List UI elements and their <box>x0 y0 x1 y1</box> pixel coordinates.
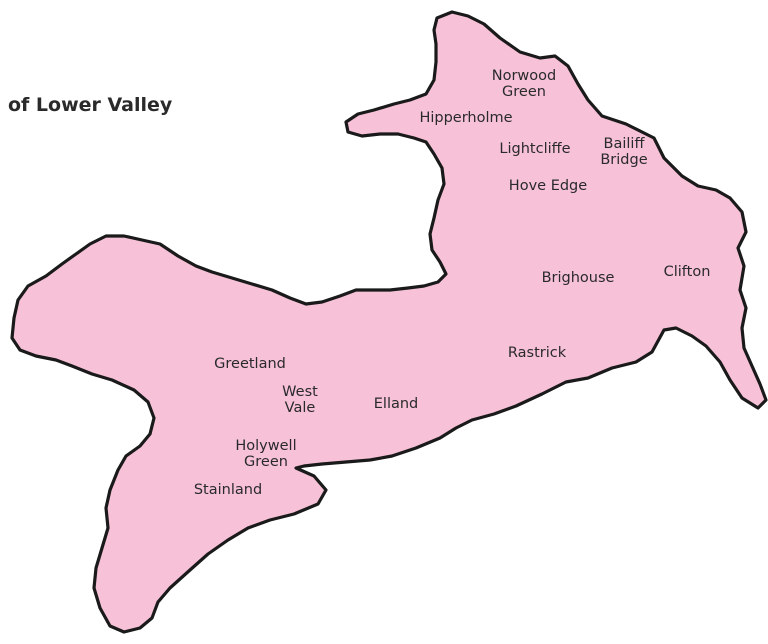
place-label-holywell-green: Holywell Green <box>235 438 297 470</box>
place-label-rastrick: Rastrick <box>507 345 567 361</box>
region-outline <box>10 10 768 634</box>
place-label-stainland: Stainland <box>193 482 263 498</box>
place-label-lightcliffe: Lightcliffe <box>499 141 571 157</box>
place-label-bailiff-bridge: Bailiff Bridge <box>600 136 648 168</box>
place-label-clifton: Clifton <box>663 264 711 280</box>
place-label-greetland: Greetland <box>214 356 286 372</box>
place-label-elland: Elland <box>373 396 419 412</box>
place-label-hipperholme: Hipperholme <box>419 110 513 126</box>
place-label-west-vale: West Vale <box>282 384 318 416</box>
place-label-norwood-green: Norwood Green <box>491 68 557 100</box>
place-label-brighouse: Brighouse <box>541 270 615 286</box>
map-title: of Lower Valley <box>8 94 173 116</box>
place-label-hove-edge: Hove Edge <box>508 178 588 194</box>
